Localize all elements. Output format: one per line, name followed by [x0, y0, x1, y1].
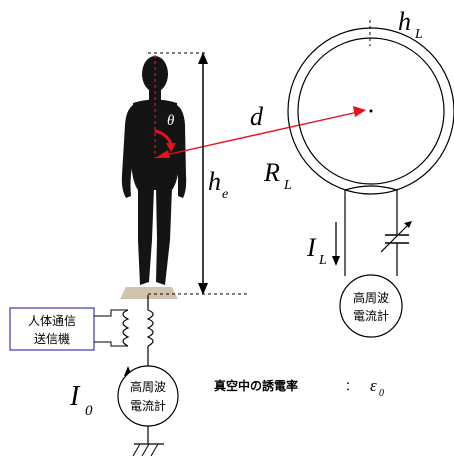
left-ammeter: 高周波 電流計: [117, 365, 179, 427]
svg-text:R: R: [263, 158, 280, 187]
svg-text:h: h: [398, 7, 411, 36]
svg-text:h: h: [208, 167, 221, 196]
loop-center-point: [369, 109, 373, 113]
ground-icon: [132, 443, 164, 457]
svg-text:L: L: [414, 27, 423, 42]
loop-feed-cusp: [344, 185, 398, 191]
d-label: d: [250, 102, 264, 131]
svg-text:ε: ε: [370, 376, 377, 395]
loop-inner-circle: [297, 37, 445, 185]
theta-arc-arrowhead: [166, 143, 176, 152]
variable-capacitor-icon: [380, 221, 412, 253]
svg-text:高周波: 高周波: [353, 290, 389, 305]
figure-torso: [131, 99, 180, 190]
loop-antenna: [287, 20, 454, 195]
hL-label: h L: [398, 7, 423, 42]
RL-label: R L: [263, 158, 292, 193]
svg-text:L: L: [283, 178, 292, 193]
d-arrow-line: [160, 111, 359, 157]
svg-text:電流計: 電流計: [130, 398, 166, 413]
he-arrow-top: [198, 52, 208, 64]
he-arrow-bottom: [198, 283, 208, 295]
transmitter-label-1: 人体通信: [28, 314, 76, 328]
he-label: h e: [208, 167, 228, 202]
transmitter-wire-bottom: [94, 341, 128, 347]
I0-label: I 0: [69, 381, 93, 419]
human-figure: [120, 56, 187, 299]
svg-text:e: e: [222, 187, 228, 202]
transmitter-box: [9, 307, 95, 351]
right-ammeter: 高周波 電流計: [339, 274, 403, 338]
svg-text:I: I: [306, 233, 317, 262]
svg-text:真空中の誘電率: 真空中の誘電率: [214, 378, 298, 393]
svg-text:0: 0: [379, 388, 384, 399]
figure-left-arm: [121, 104, 137, 198]
secondary-coil-icon: [146, 309, 154, 347]
figure-right-arm: [173, 104, 187, 198]
svg-text:高周波: 高周波: [130, 379, 166, 394]
d-arrow-head-right: [353, 106, 366, 117]
IL-current-arrow: [332, 222, 340, 266]
transmitter-wire-top: [94, 309, 128, 317]
primary-coil-icon: [122, 309, 130, 347]
figure-neck: [149, 89, 161, 101]
transmitter-label-2: 送信機: [34, 331, 70, 346]
theta-label: θ: [167, 113, 175, 129]
svg-text:0: 0: [85, 403, 93, 419]
svg-text:L: L: [318, 253, 327, 268]
figure-left-leg: [138, 188, 154, 285]
d-arrow-head-left: [155, 150, 170, 158]
svg-text:：: ：: [345, 379, 357, 393]
figure-right-leg: [156, 188, 172, 285]
loop-outer-circle: [287, 27, 454, 195]
svg-text:電流計: 電流計: [353, 308, 389, 323]
IL-label: I L: [306, 233, 327, 268]
permittivity-note: 真空中の誘電率 ： ε 0: [214, 376, 384, 399]
svg-text:I: I: [69, 381, 81, 412]
figure-stand: [120, 287, 178, 299]
